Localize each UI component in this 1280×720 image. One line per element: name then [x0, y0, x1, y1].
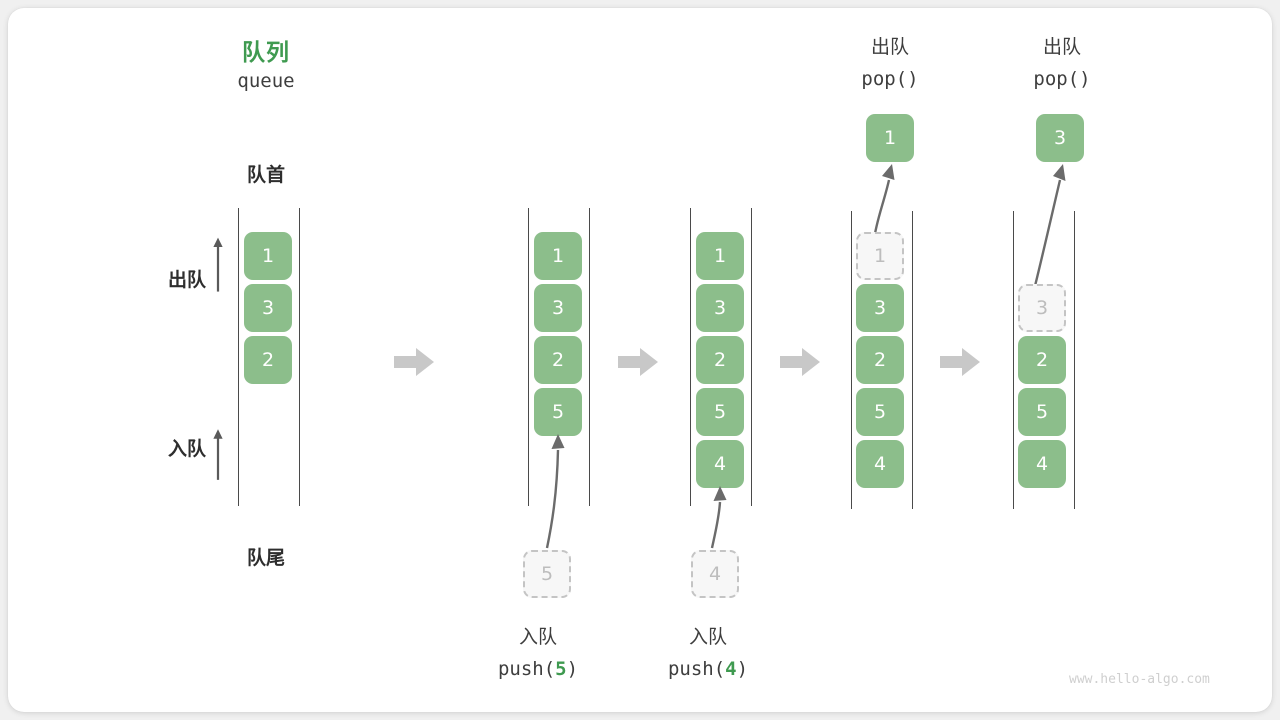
stage-initial-rail-right [299, 208, 300, 506]
stage-initial-rail-left [238, 208, 239, 506]
queue-cell: 5 [856, 388, 904, 436]
popped-ghost-cell: 3 [1018, 284, 1066, 332]
queue-cell: 3 [244, 284, 292, 332]
queue-cell: 1 [244, 232, 292, 280]
stage-pop3-rail-left [1013, 211, 1014, 509]
incoming-ghost-cell: 4 [691, 550, 739, 598]
enqueue-side-label: 入队 [167, 438, 206, 460]
stage-push5-rail-left [528, 208, 529, 506]
push4-code-prefix: push( [667, 658, 726, 680]
queue-cell-new: 5 [534, 388, 582, 436]
queue-cell: 3 [534, 284, 582, 332]
queue-cell: 4 [1018, 440, 1066, 488]
push4-curved-arrow-icon [710, 486, 727, 549]
queue-cell: 2 [1018, 336, 1066, 384]
push5-op-label-cn: 入队 [518, 626, 557, 648]
pop1-op-label-cn: 出队 [870, 36, 909, 58]
queue-cell: 5 [1018, 388, 1066, 436]
push5-code-num: 5 [555, 658, 567, 680]
queue-cell: 2 [534, 336, 582, 384]
popped-ghost-cell: 1 [856, 232, 904, 280]
queue-cell: 2 [244, 336, 292, 384]
front-label: 队首 [246, 164, 285, 186]
queue-title-en: queue [237, 70, 295, 92]
queue-cell: 2 [856, 336, 904, 384]
stage-pop1-rail-left [851, 211, 852, 509]
enqueue-up-arrow-icon [213, 429, 223, 480]
dequeue-side-label: 出队 [167, 269, 206, 291]
popped-cell: 3 [1036, 114, 1084, 162]
stage-pop1-rail-right [912, 211, 913, 509]
queue-cell-new: 4 [696, 440, 744, 488]
stage-transition-arrow-icon [618, 348, 658, 376]
dequeue-up-arrow-icon [213, 237, 223, 292]
queue-cell: 2 [696, 336, 744, 384]
pop3-op-label-code: pop() [1033, 68, 1091, 90]
pop3-curved-arrow-icon [1032, 164, 1066, 291]
queue-cell: 1 [534, 232, 582, 280]
pop1-curved-arrow-icon [872, 164, 895, 241]
incoming-ghost-cell: 5 [523, 550, 571, 598]
pop3-op-label-cn: 出队 [1042, 36, 1081, 58]
stage-push4-rail-right [751, 208, 752, 506]
push5-code-suffix: ) [566, 658, 579, 680]
push4-op-label-code: push(4) [628, 658, 788, 680]
queue-cell: 3 [856, 284, 904, 332]
stage-transition-arrow-icon [394, 348, 434, 376]
queue-title-cn: 队列 [242, 40, 290, 66]
stage-pop3-rail-right [1074, 211, 1075, 509]
pop1-op-label-code: pop() [861, 68, 919, 90]
stage-transition-arrow-icon [940, 348, 980, 376]
queue-cell: 4 [856, 440, 904, 488]
popped-cell: 1 [866, 114, 914, 162]
push5-op-label-code: push(5) [458, 658, 618, 680]
stage-push4-rail-left [690, 208, 691, 506]
push4-code-suffix: ) [736, 658, 749, 680]
push4-code-num: 4 [725, 658, 737, 680]
rear-label: 队尾 [246, 547, 285, 569]
stage-transition-arrow-icon [780, 348, 820, 376]
queue-cell: 1 [696, 232, 744, 280]
watermark: www.hello-algo.com [1069, 672, 1210, 687]
push4-op-label-cn: 入队 [688, 626, 727, 648]
queue-cell: 3 [696, 284, 744, 332]
push5-code-prefix: push( [497, 658, 556, 680]
push5-curved-arrow-icon [545, 434, 565, 549]
stage-push5-rail-right [589, 208, 590, 506]
queue-cell: 5 [696, 388, 744, 436]
